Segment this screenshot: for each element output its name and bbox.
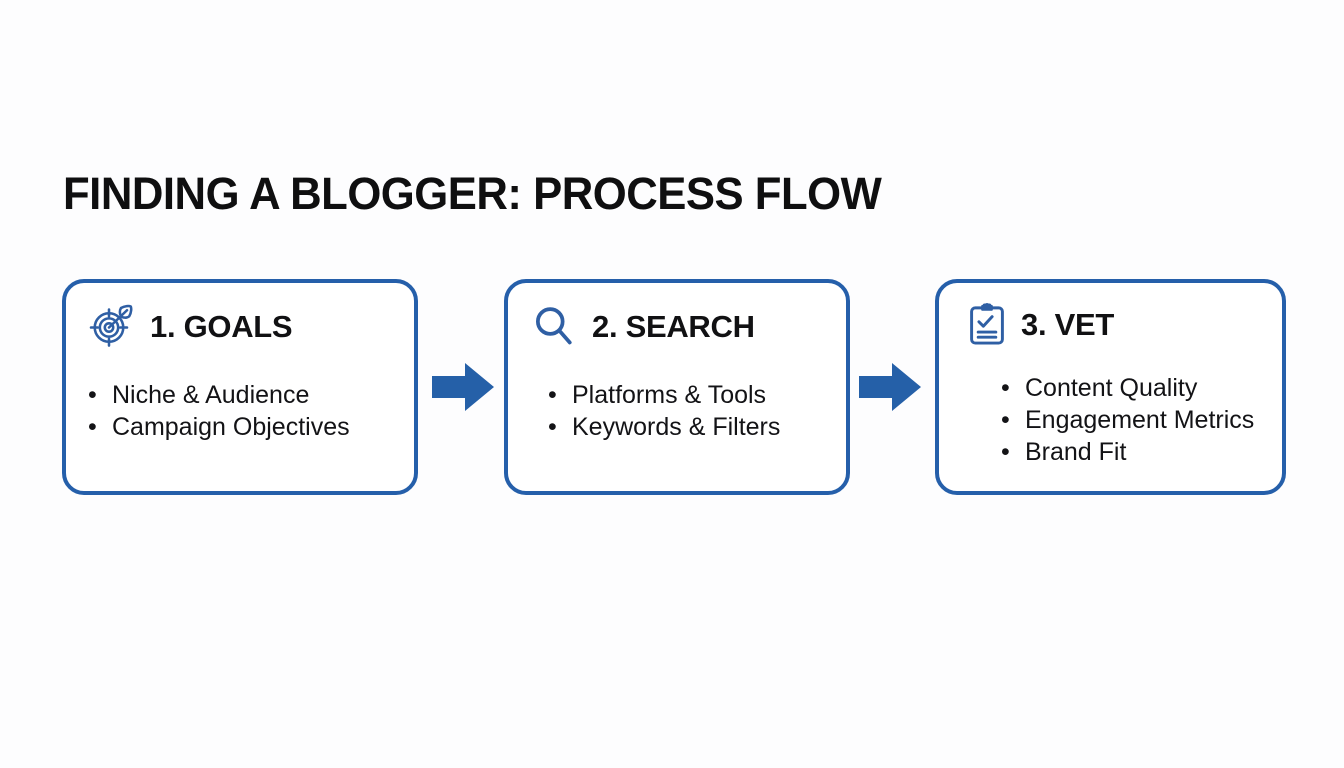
list-item: Brand Fit <box>1001 436 1254 468</box>
list-item: Content Quality <box>1001 372 1254 404</box>
page-title: FINDING A BLOGGER: PROCESS FLOW <box>63 168 882 219</box>
card-bullet-list: Platforms & Tools Keywords & Filters <box>548 379 780 443</box>
flow-step-card-goals[interactable]: 1. GOALS Niche & Audience Campaign Objec… <box>62 279 418 495</box>
card-title: 1. GOALS <box>150 308 293 344</box>
process-flow-row: 1. GOALS Niche & Audience Campaign Objec… <box>62 279 1286 499</box>
arrow-right-icon <box>859 363 921 411</box>
list-item: Niche & Audience <box>88 379 350 411</box>
card-header: 2. SEARCH <box>530 297 755 355</box>
card-bullet-list: Niche & Audience Campaign Objectives <box>88 379 350 443</box>
card-header: 3. VET <box>967 295 1114 353</box>
list-item: Campaign Objectives <box>88 411 350 443</box>
flow-step-card-vet[interactable]: 3. VET Content Quality Engagement Metric… <box>935 279 1286 495</box>
arrow-right-icon <box>432 363 494 411</box>
card-title: 2. SEARCH <box>592 308 755 344</box>
flow-step-card-search[interactable]: 2. SEARCH Platforms & Tools Keywords & F… <box>504 279 850 495</box>
clipboard-check-icon <box>970 303 1004 345</box>
magnifying-glass-icon <box>536 307 572 345</box>
card-title: 3. VET <box>1021 306 1114 342</box>
card-header: 1. GOALS <box>88 297 293 355</box>
target-bullseye-arrow-icon <box>89 304 133 347</box>
card-bullet-list: Content Quality Engagement Metrics Brand… <box>1001 372 1254 468</box>
list-item: Keywords & Filters <box>548 411 780 443</box>
list-item: Engagement Metrics <box>1001 404 1254 436</box>
list-item: Platforms & Tools <box>548 379 780 411</box>
